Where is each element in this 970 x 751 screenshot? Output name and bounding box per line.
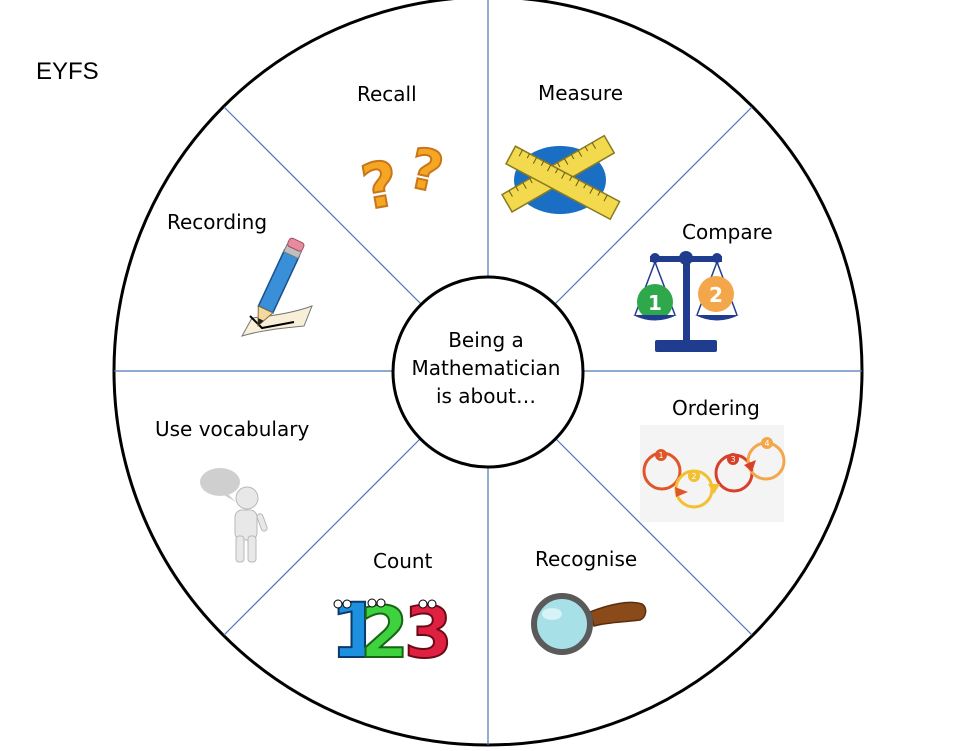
step-number-2: 2	[691, 472, 696, 481]
spoke-bottom-left	[223, 422, 437, 636]
numbers-123-icon: 1 2 3	[329, 585, 454, 676]
step-number-4: 4	[764, 439, 769, 448]
segment-label-count: Count	[373, 549, 433, 573]
center-line-1: Being a	[448, 328, 524, 352]
segment-label-compare: Compare	[682, 220, 773, 244]
ordered-steps-icon: 1 2 3 4	[640, 425, 786, 522]
segment-label-use-vocabulary: Use vocabulary	[155, 417, 310, 441]
spoke-bottom-right	[539, 422, 753, 636]
scale-left-number: 1	[648, 291, 662, 315]
spoke-top-left	[223, 106, 437, 320]
center-caption: Being a Mathematician is about…	[400, 326, 572, 410]
stage-label: EYFS	[36, 58, 99, 85]
segment-label-recognise: Recognise	[535, 547, 638, 571]
rulers-icon	[501, 134, 621, 221]
segment-label-recording: Recording	[167, 210, 268, 234]
segment-label-recall: Recall	[357, 82, 417, 106]
speaking-person-icon	[200, 468, 268, 563]
step-number-1: 1	[658, 451, 663, 460]
balance-scale-icon: 1 2	[633, 251, 739, 352]
step-number-3: 3	[730, 455, 735, 464]
center-circle	[391, 275, 585, 469]
scale-right-number: 2	[709, 283, 723, 307]
center-line-3: is about…	[435, 384, 537, 408]
magnifying-glass-icon	[531, 593, 647, 655]
pencil-paper-icon	[240, 237, 313, 337]
spokes	[114, 0, 862, 745]
center-line-2: Mathematician	[411, 356, 561, 380]
spoke-top-right	[539, 106, 753, 320]
segment-label-measure: Measure	[538, 81, 623, 105]
segment-label-ordering: Ordering	[672, 396, 760, 420]
